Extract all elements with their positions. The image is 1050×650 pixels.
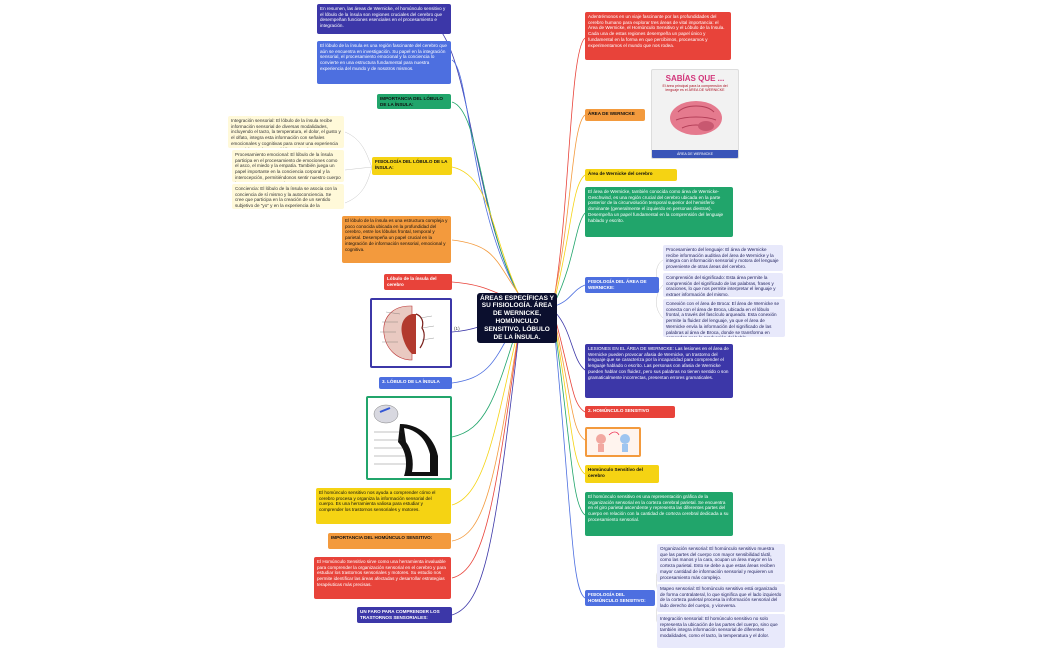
connector-homunculo-desc	[554, 329, 586, 516]
connector-intro	[554, 37, 586, 294]
node-wernicke-desc[interactable]: El área de Wernicke, también conocida co…	[585, 187, 733, 237]
connector-wernicke-cerebro	[554, 174, 586, 299]
connector-herramienta	[451, 337, 519, 579]
node-proc-lenguaje[interactable]: Procesamiento del lenguaje: El área de W…	[663, 245, 783, 271]
node-lobulo-cerebro[interactable]: Lóbulo de la ínsula del cerebro	[384, 274, 452, 290]
homunculus-brain-image	[366, 396, 452, 480]
connector-homunculo-ayuda	[451, 329, 519, 506]
connector-estructura	[451, 239, 519, 294]
node-tres-lobulo[interactable]: 3. LÓBULO DE LA ÍNSULA	[379, 377, 452, 389]
node-fisiologia-homunculo[interactable]: FISIOLOGÍA DEL HOMÚNCULO SENSITIVO:	[585, 590, 655, 606]
node-wernicke-cerebro[interactable]: Área de Wernicke del cerebro	[585, 169, 677, 181]
insula-brain-image	[370, 298, 452, 368]
node-importancia-insula[interactable]: IMPORTANCIA DEL LÓBULO DE LA ÍNSULA:	[377, 94, 451, 109]
node-area-wernicke[interactable]: ÁREA DE WERNICKE	[585, 109, 645, 121]
connector-area-wernicke	[554, 114, 586, 294]
node-procesamiento-emocional[interactable]: Procesamiento emocional: El lóbulo de la…	[232, 150, 344, 182]
node-integracion-homunculo[interactable]: Integración sensorial: El homúnculo sens…	[657, 614, 785, 648]
node-organizacion[interactable]: Organización sensorial: El homúnculo sen…	[657, 544, 785, 582]
sabias-que-image: SABÍAS QUE ... El área principal para la…	[651, 69, 739, 159]
connector-homunculo-cerebro	[554, 325, 586, 475]
homunculus-figure-image	[585, 427, 641, 457]
node-conciencia[interactable]: Conciencia: El lóbulo de la ínsula se as…	[232, 184, 344, 209]
connector-fisiologia-wernicke	[554, 284, 586, 307]
connector-homunculo-img-r	[554, 321, 586, 441]
node-integracion-sensorial[interactable]: Integración sensorial: El lóbulo de la í…	[228, 116, 344, 148]
node-homunculo-cerebro[interactable]: Homúnculo Sensitivo del cerebro	[585, 465, 659, 483]
node-faro[interactable]: UN FARO PARA COMPRENDER LOS TRASTORNOS S…	[357, 607, 452, 623]
connector-wernicke-desc	[554, 212, 586, 303]
central-topic[interactable]: ÁREAS ESPECÍFICAS Y SU FISIOLOGÍA. ÁREA …	[477, 293, 557, 343]
node-conexion[interactable]: Conexión con el área de Broca: El área d…	[663, 299, 785, 337]
node-intro[interactable]: Adentrémonos en un viaje fascinante por …	[585, 12, 731, 60]
connector-faro	[451, 341, 519, 616]
connector-homunculo-img	[451, 324, 519, 438]
node-homunculo-ayuda[interactable]: El homúnculo sensitivo nos ayuda a compr…	[316, 488, 451, 524]
node-mapeo[interactable]: Mapeo sensorial: El homúnculo sensitivo …	[657, 584, 785, 612]
node-fisiologia-insula[interactable]: FISIOLOGÍA DEL LÓBULO DE LA ÍNSULA:	[372, 157, 452, 175]
node-fisiologia-wernicke[interactable]: FISIOLOGÍA DEL ÁREA DE WERNICKE:	[585, 277, 659, 293]
sabias-title: SABÍAS QUE ...	[665, 74, 725, 83]
node-estructura-insula[interactable]: El lóbulo de la ínsula es una estructura…	[342, 216, 451, 263]
node-lobulo-fascinante[interactable]: El lóbulo de la ínsula es una región fas…	[317, 41, 451, 84]
node-importancia-homunculo[interactable]: IMPORTANCIA DEL HOMÚNCULO SENSITIVO:	[328, 533, 451, 549]
node-resumen[interactable]: En resumen, las áreas de Wernicke, el ho…	[317, 4, 451, 34]
sabias-subtitle: El área principal para la comprensión de…	[662, 84, 728, 93]
connector-fisiologia-homunculo	[554, 335, 586, 599]
node-herramienta[interactable]: El Homúnculo Sensitivo sirve como una he…	[314, 557, 451, 599]
connector-importancia-insula	[451, 101, 519, 294]
connector-fisiologia-insula	[451, 166, 519, 294]
node-comprension[interactable]: Comprensión del significado: Esta área p…	[663, 273, 783, 297]
node-dos-homunculo[interactable]: 2. HOMÚNCULO SENSITIVO	[585, 406, 675, 418]
node-homunculo-desc[interactable]: El homúnculo sensitivo es una representa…	[585, 492, 733, 536]
connector-dos-homunculo	[554, 317, 586, 413]
connector-lobulo	[451, 59, 519, 294]
sabias-footer: ÁREA DE WERNICKE	[652, 150, 738, 158]
connector-importancia-homunculo	[451, 334, 519, 542]
node-lesiones[interactable]: LESIONES EN EL ÁREA DE WERNICKE: Las les…	[585, 344, 733, 398]
image-note: (1)	[454, 326, 460, 331]
connector-lesiones	[554, 311, 586, 371]
brain-icon	[670, 100, 722, 135]
